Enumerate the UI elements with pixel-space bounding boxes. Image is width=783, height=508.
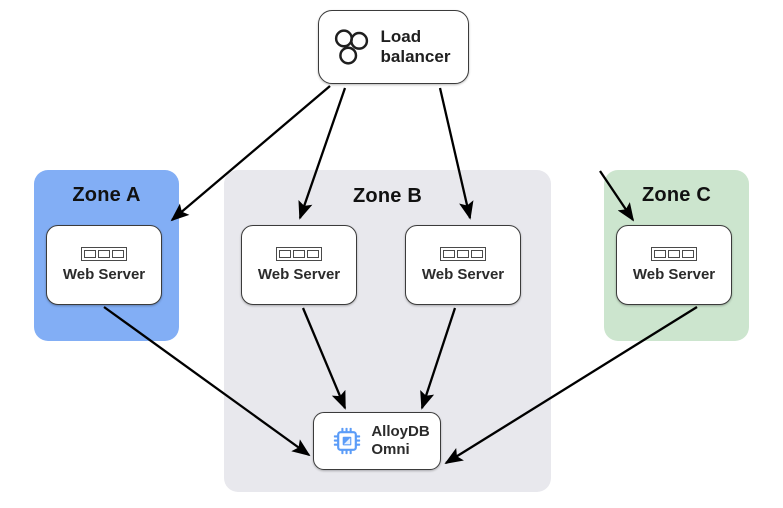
three-circles-icon [334,29,368,65]
load-balancer-node[interactable]: Load balancer [318,10,469,84]
zone-c-label: Zone C [642,184,711,206]
cpu-chip-icon [334,427,361,455]
zone-b-label: Zone B [353,185,422,207]
load-balancer-label-line1: Load [380,26,422,46]
server-rack-icon [651,247,697,261]
zone-a-label: Zone A [72,184,141,206]
web-server-node-zone-a[interactable]: Web Server [46,225,162,305]
alloydb-omni-label-line1: AlloyDB [371,423,430,440]
server-rack-icon [440,247,486,261]
web-server-label: Web Server [632,266,716,283]
server-rack-icon [81,247,127,261]
alloydb-omni-label-line2: Omni [371,441,410,458]
alloydb-omni-node[interactable]: AlloyDB Omni [313,412,441,470]
server-rack-icon [276,247,322,261]
web-server-node-zone-b-2[interactable]: Web Server [405,225,521,305]
load-balancer-label: Load balancer [381,27,451,67]
load-balancer-label-line2: balancer [380,47,451,66]
alloydb-omni-label: AlloyDB Omni [371,423,429,459]
web-server-node-zone-b-1[interactable]: Web Server [241,225,357,305]
web-server-label: Web Server [62,266,146,283]
web-server-label: Web Server [257,266,341,283]
web-server-label: Web Server [421,266,505,283]
web-server-node-zone-c[interactable]: Web Server [616,225,732,305]
